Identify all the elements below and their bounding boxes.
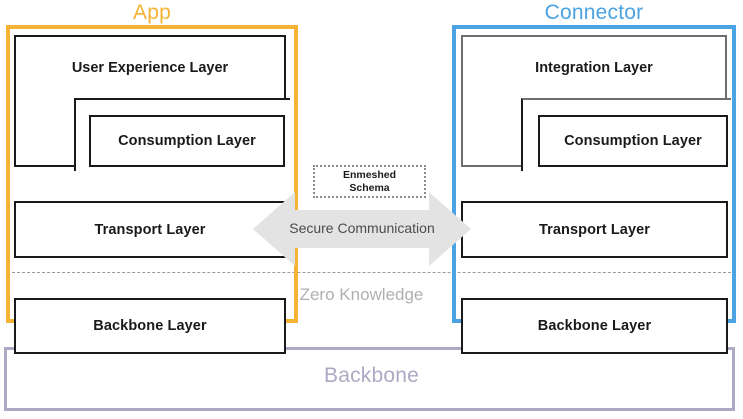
backbone-container	[4, 347, 735, 411]
app-user-experience-layer-label: User Experience Layer	[71, 60, 229, 76]
app-title: App	[133, 1, 171, 24]
connector-integration-layer-label: Integration Layer	[535, 60, 653, 76]
zero-knowledge-label: Zero Knowledge	[299, 285, 424, 304]
connector-backbone-layer: Backbone Layer	[461, 298, 728, 354]
enmeshed-schema-line-1: Enmeshed	[342, 168, 397, 181]
secure-communication-arrow	[253, 192, 471, 266]
app-backbone-layer: Backbone Layer	[14, 298, 286, 354]
connector-title: Connector	[544, 1, 644, 24]
connector-transport-layer: Transport Layer	[461, 201, 728, 258]
enmeshed-schema-box: Enmeshed Schema	[313, 165, 426, 198]
app-transport-layer: Transport Layer	[14, 201, 286, 258]
backbone-title: Backbone	[323, 364, 419, 387]
double-arrow-icon	[253, 192, 471, 266]
zero-knowledge-divider	[12, 272, 731, 273]
app-consumption-layer: Consumption Layer	[89, 115, 285, 167]
connector-consumption-layer: Consumption Layer	[538, 115, 728, 167]
secure-communication-label: Secure Communication	[289, 220, 435, 236]
enmeshed-schema-line-2: Schema	[349, 181, 390, 194]
